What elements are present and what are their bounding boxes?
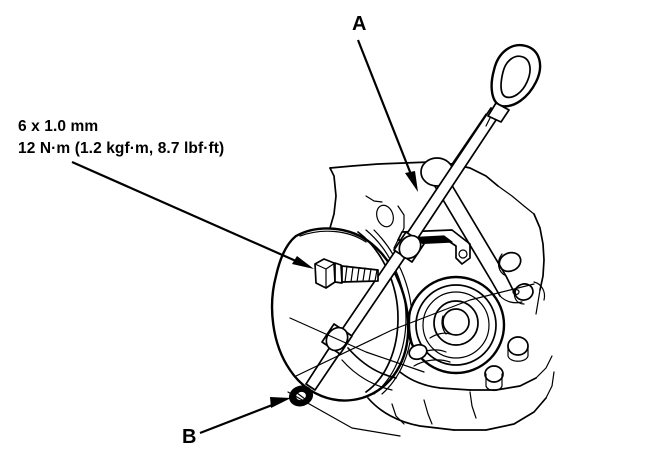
callout-a-label: A bbox=[352, 13, 366, 35]
bell-housing bbox=[270, 227, 413, 402]
spec-line-2: 12 N·m (1.2 kgf·m, 8.7 lbf·ft) bbox=[18, 140, 224, 157]
o-ring-grommet bbox=[288, 385, 314, 407]
callout-a-leader-line bbox=[356, 39, 416, 183]
dipstick-handle-loop bbox=[485, 43, 542, 127]
guide-lines bbox=[287, 283, 535, 437]
spec-callout: 6 x 1.0 mm 12 N·m (1.2 kgf·m, 8.7 lbf·ft… bbox=[18, 118, 314, 269]
callout-a: A bbox=[352, 13, 418, 192]
callout-b-label: B bbox=[182, 426, 196, 448]
crankshaft-pulley bbox=[406, 275, 506, 375]
callout-b: B bbox=[182, 397, 291, 448]
callout-b-leader-line bbox=[199, 400, 281, 435]
spec-line-1: 6 x 1.0 mm bbox=[18, 118, 98, 135]
spec-leader-arrowhead bbox=[292, 256, 314, 269]
spec-leader-line bbox=[71, 160, 306, 267]
mounting-bolt bbox=[314, 258, 379, 289]
callout-b-arrowhead bbox=[270, 397, 291, 408]
callout-a-arrowhead bbox=[405, 171, 418, 192]
oil-pan bbox=[367, 332, 555, 431]
block-bosses bbox=[497, 251, 546, 305]
